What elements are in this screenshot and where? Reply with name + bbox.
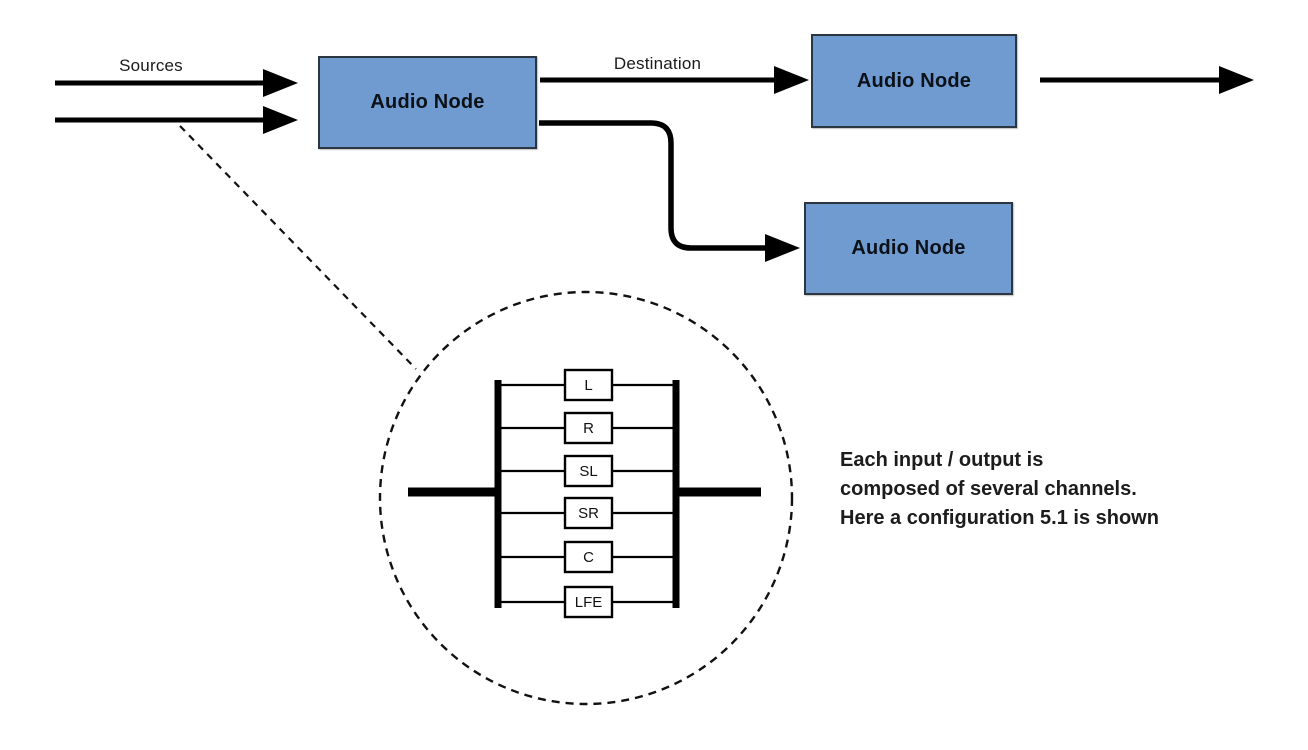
channels-diagram: L R SL SR C LFE — [408, 368, 761, 619]
channels-note: Each input / output is composed of sever… — [840, 446, 1159, 533]
audio-node-label: Audio Node — [856, 69, 972, 92]
channel-label: L — [584, 377, 592, 394]
channel-label: R — [583, 420, 594, 437]
channel-label: LFE — [575, 594, 603, 611]
channel-box-SR: SR — [563, 496, 614, 530]
destination-arrow — [540, 66, 809, 94]
audio-node-label: Audio Node — [370, 91, 485, 113]
channels-zoom-circle — [378, 290, 794, 706]
channels-note-line: composed of several channels. — [840, 478, 1137, 500]
channel-box-L: L — [563, 368, 614, 402]
channel-box-SL: SL — [563, 454, 614, 488]
channel-label: SL — [579, 463, 597, 480]
node2-output-arrow — [1040, 66, 1254, 94]
channel-box-C: C — [563, 540, 614, 574]
zoom-callout-dashed-line — [179, 125, 417, 370]
audio-node-3: Audio Node — [804, 202, 1013, 295]
audio-node-1: Audio Node — [318, 56, 537, 149]
channels-note-line: Each input / output is — [840, 449, 1044, 471]
channels-note-line: Here a configuration 5.1 is shown — [840, 507, 1159, 529]
channel-label: C — [583, 549, 594, 566]
destination-label: Destination — [613, 54, 702, 73]
source-arrow-2 — [55, 106, 298, 134]
channel-box-LFE: LFE — [563, 585, 614, 619]
audio-node-2: Audio Node — [811, 34, 1017, 128]
source-arrow-1 — [55, 69, 298, 97]
node1-to-node3-elbow-arrow — [539, 120, 800, 262]
audio-node-label: Audio Node — [851, 237, 966, 259]
channel-box-R: R — [563, 411, 614, 445]
sources-label: Sources — [119, 56, 183, 75]
channel-label: SR — [578, 505, 599, 522]
